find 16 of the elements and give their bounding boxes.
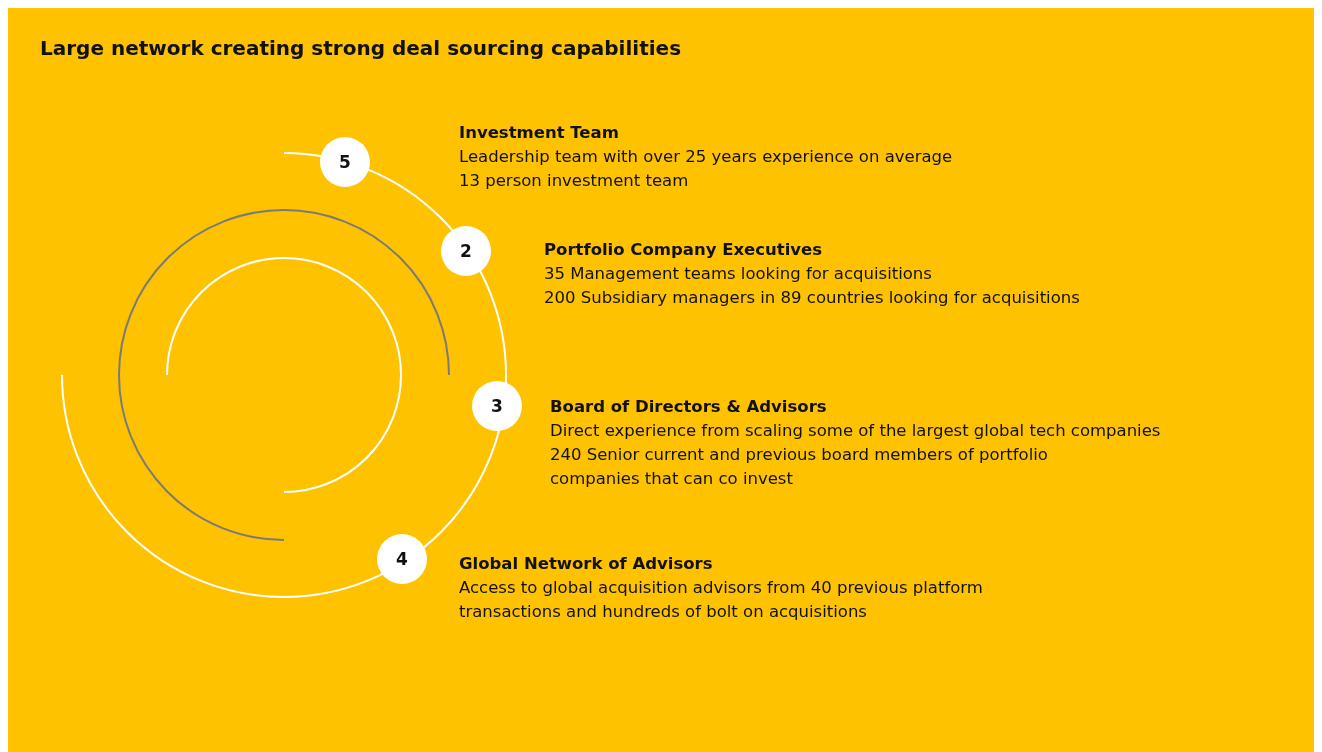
number-circle: 2 <box>441 226 491 276</box>
number-circle: 4 <box>377 534 427 584</box>
heading: Global Network of Advisors <box>459 553 713 575</box>
description: Direct experience from scaling some of the largest global tech companies <box>550 420 1161 442</box>
description: Access to global acquisition advisors from 40 previous platform transactions and hundreds of bolt on acquisitions <box>459 577 984 623</box>
number-circle: 3 <box>472 381 522 431</box>
description: 240 Senior current and previous board members of portfolio companies that can co invest <box>550 444 1049 490</box>
heading: Investment Team <box>459 122 619 144</box>
number-circle: 5 <box>320 137 370 187</box>
description: 13 person investment team <box>459 170 689 192</box>
heading: Portfolio Company Executives <box>544 239 823 261</box>
description: Leadership team with over 25 years experience on average <box>459 146 953 168</box>
description: 200 Subsidiary managers in 89 countries looking for acquisitions <box>544 287 1080 309</box>
title: Large network creating strong deal sourcing capabilities <box>40 36 682 60</box>
heading: Board of Directors & Advisors <box>550 396 827 418</box>
description: 35 Management teams looking for acquisitions <box>544 263 932 285</box>
